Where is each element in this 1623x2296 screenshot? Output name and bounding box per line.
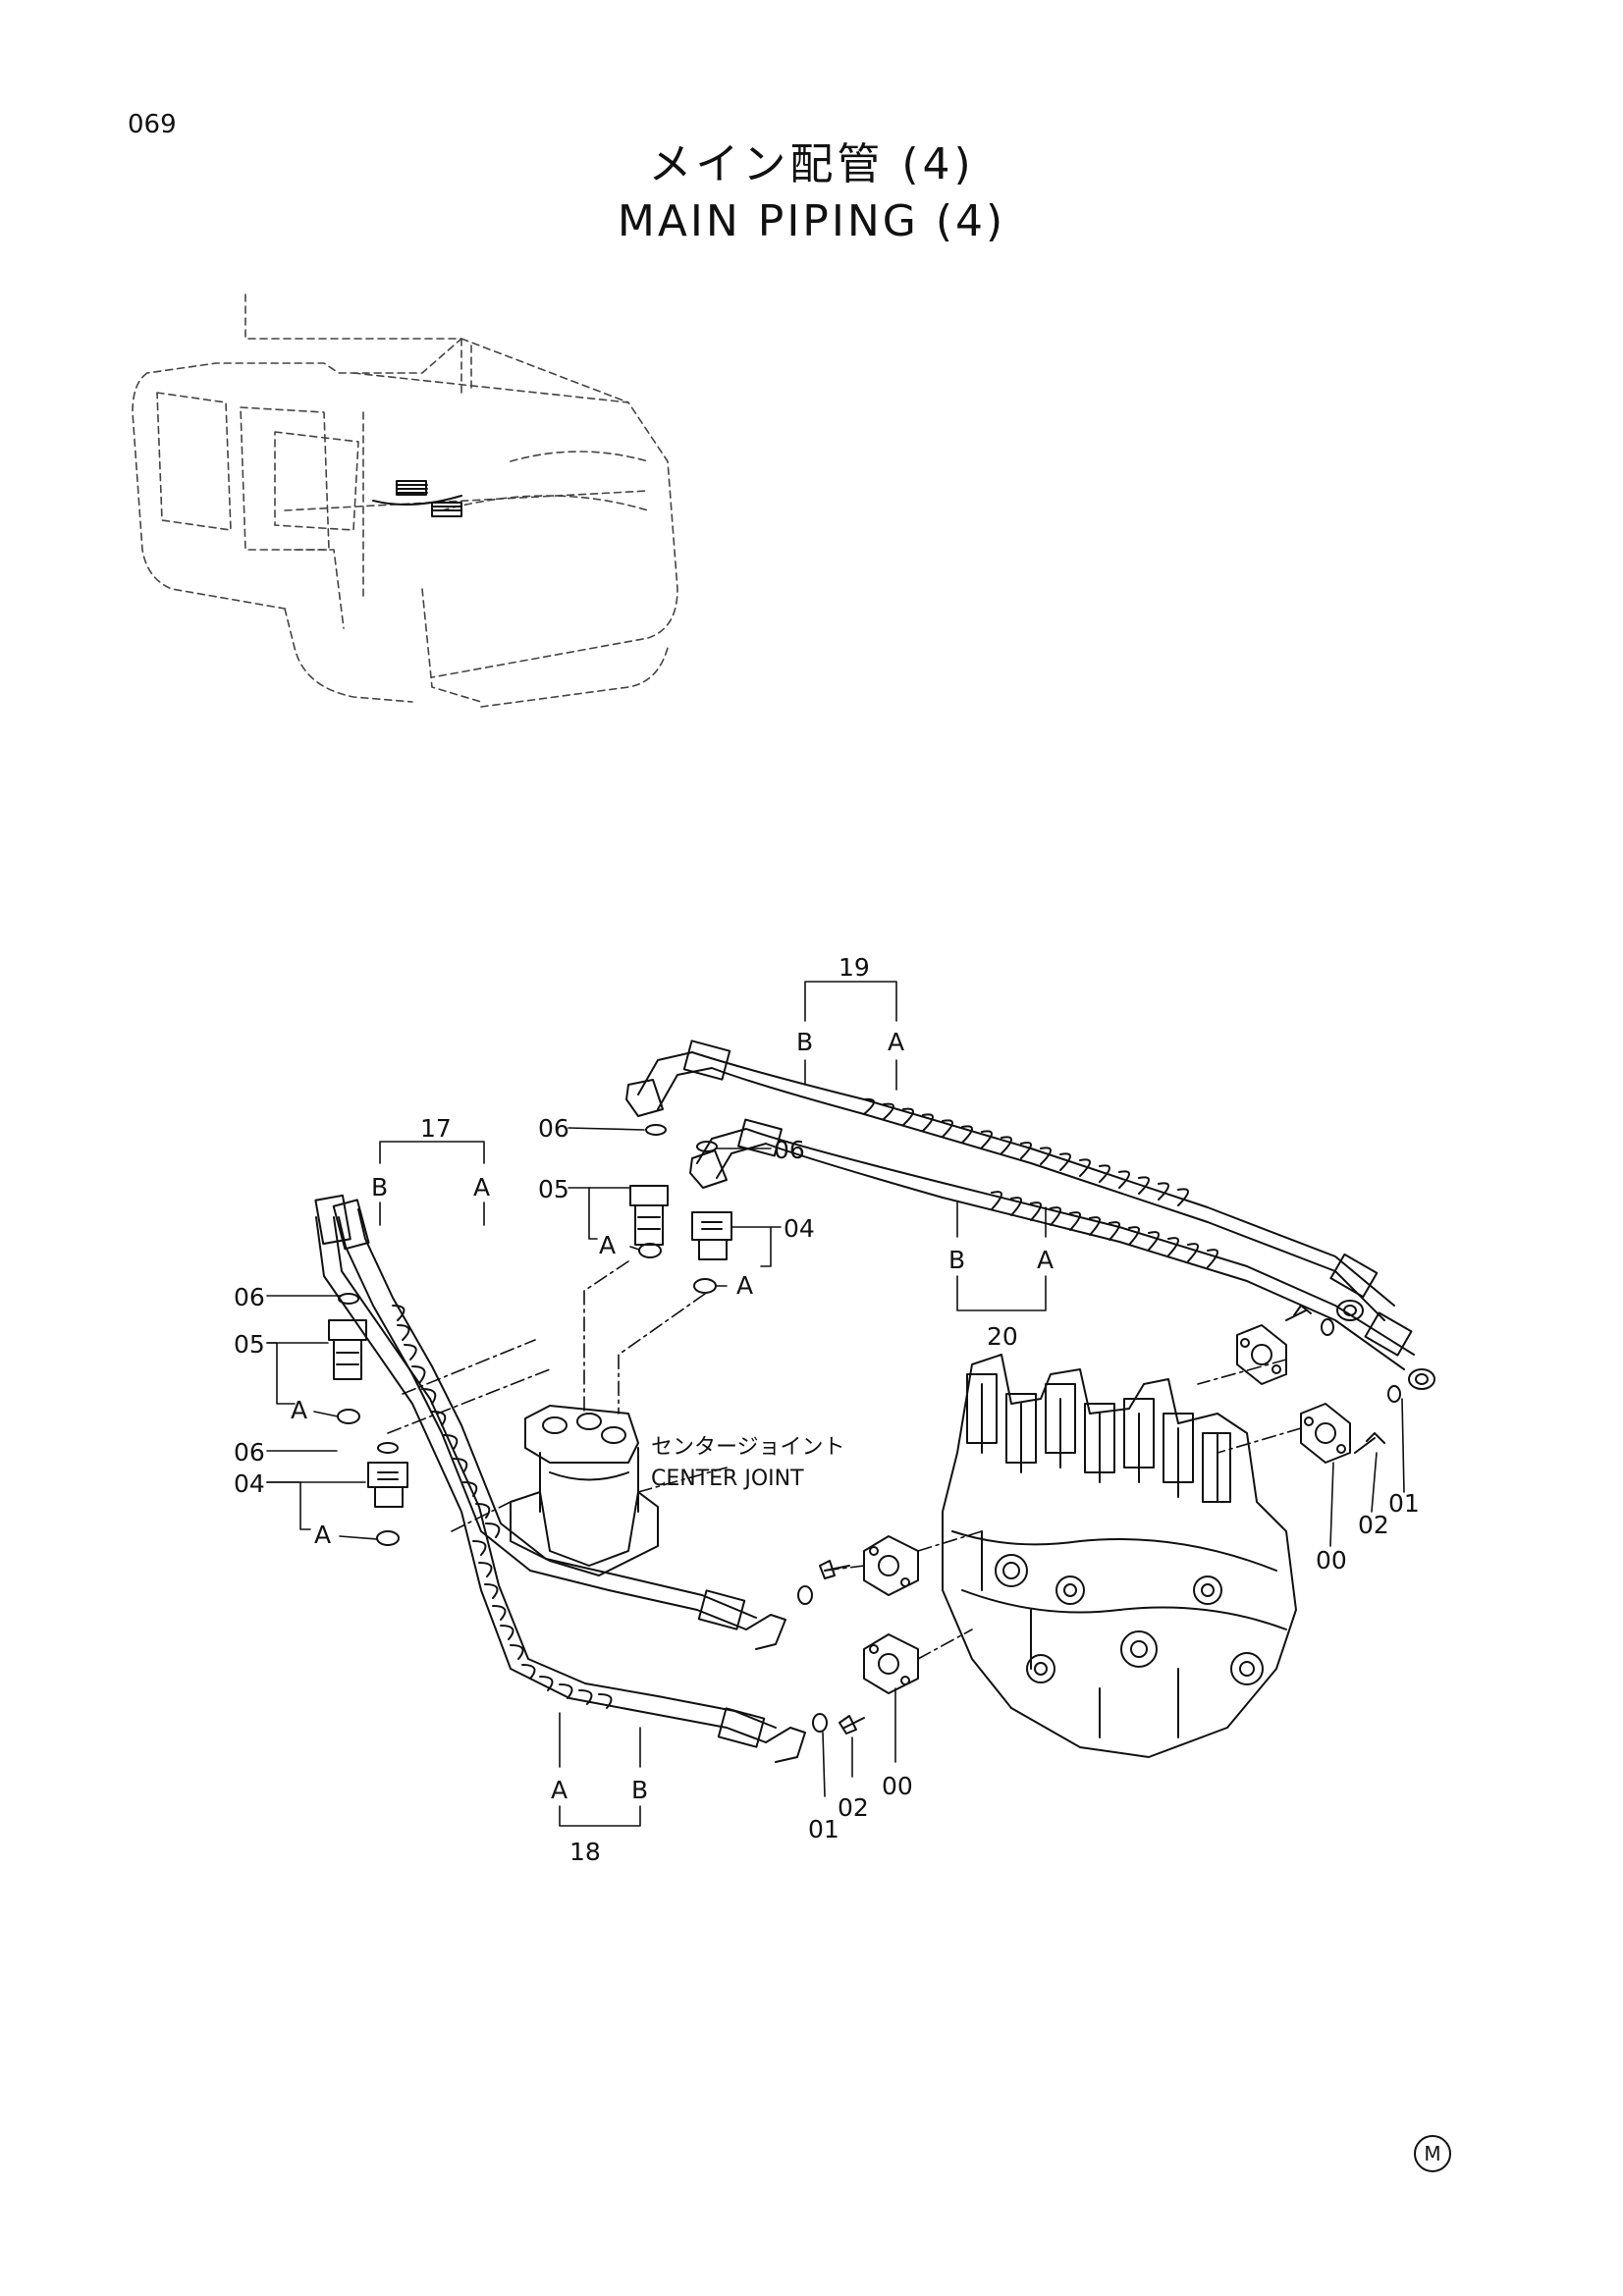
title-english: MAIN PIPING (4): [617, 196, 1006, 246]
fitting-05-center: [629, 1185, 669, 1246]
label-04-left: 04: [234, 1469, 265, 1498]
label-00-right: 00: [1316, 1546, 1347, 1575]
label-18-a: A: [551, 1776, 568, 1804]
title-block: メイン配管 (4) MAIN PIPING (4): [0, 137, 1623, 251]
label-02-right: 02: [1358, 1511, 1389, 1539]
hose-18: [314, 1194, 806, 1763]
label-19-a: A: [888, 1028, 904, 1056]
center-joint: [510, 1405, 659, 1576]
excavator-locator: [132, 294, 678, 708]
label-center-joint-en: CENTER JOINT: [651, 1467, 804, 1491]
label-06-left-1: 06: [234, 1283, 265, 1311]
hose-20: [689, 1118, 1435, 1390]
hydraulic-line-marker: [372, 480, 462, 517]
label-20-a: A: [1037, 1246, 1054, 1274]
label-a-04-center: A: [736, 1271, 753, 1300]
label-05-left: 05: [234, 1330, 265, 1359]
label-center-joint-ja: センタージョイント: [651, 1435, 845, 1460]
label-hose-18: 18: [569, 1838, 601, 1866]
flange-right-lower: [1300, 1385, 1401, 1464]
label-06-top: 06: [538, 1114, 569, 1143]
manufacturer-mark: M: [1414, 2135, 1451, 2172]
label-20-b: B: [948, 1246, 965, 1274]
title-japanese: メイン配管 (4): [648, 139, 975, 189]
label-hose-20: 20: [987, 1322, 1018, 1351]
label-17-b: B: [371, 1173, 388, 1201]
label-02-bottom: 02: [838, 1793, 869, 1822]
hose-17: [332, 1199, 786, 1650]
leader-lines: [266, 981, 1405, 1827]
label-a-05-center: A: [599, 1231, 616, 1259]
flange-left-lower: [812, 1633, 919, 1735]
fitting-05-left: [328, 1319, 367, 1380]
label-06-center: 06: [774, 1136, 805, 1164]
flange-left-upper: [797, 1535, 919, 1605]
flange-right-upper: [1236, 1305, 1334, 1385]
callout-labels: 17 B A 19 B A 20 B A 18 A B 06 05 A 06 0…: [234, 953, 1420, 1866]
label-a-05-left: A: [291, 1396, 307, 1424]
label-a-04-left: A: [314, 1521, 331, 1549]
label-05-center: 05: [538, 1175, 569, 1203]
label-19-b: B: [796, 1028, 813, 1056]
label-00-bottom: 00: [882, 1772, 913, 1800]
label-06-left-2: 06: [234, 1438, 265, 1467]
label-01-bottom: 01: [808, 1815, 839, 1843]
label-01-right: 01: [1388, 1489, 1420, 1518]
reference-lines: [387, 1260, 1302, 1660]
control-valve: [942, 1354, 1297, 1758]
label-18-b: B: [631, 1776, 648, 1804]
label-hose-19: 19: [839, 953, 870, 982]
fitting-04-left: [367, 1462, 408, 1508]
fitting-04-center: [691, 1211, 732, 1260]
label-hose-17: 17: [420, 1114, 452, 1143]
label-17-a: A: [473, 1173, 490, 1201]
page-number: 069: [128, 110, 177, 139]
label-04-center: 04: [784, 1214, 815, 1243]
